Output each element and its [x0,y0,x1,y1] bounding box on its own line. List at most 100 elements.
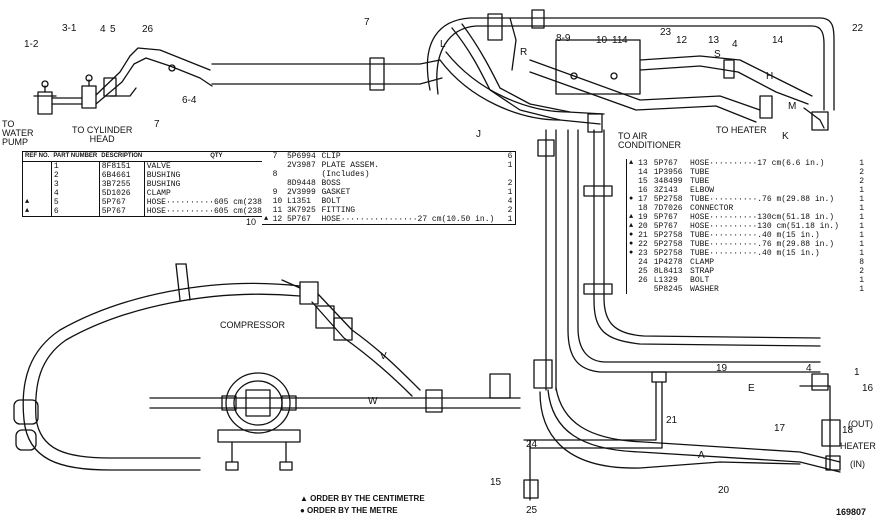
air-conditioner-hose-cluster [426,9,835,133]
row-description: CLIP [321,152,341,161]
row-qty: 8 [859,258,865,267]
row-mark [262,206,271,215]
label-to-air-conditioner: TO AIR CONDITIONER [618,131,681,150]
callout-14: 14 [772,35,784,46]
row-ref: 16 [638,186,648,195]
row-mark: ▲ [22,207,52,217]
callout-19: 19 [716,363,728,374]
table-row: 26B4661BUSHING1 [22,171,299,180]
callout-7-top: 7 [364,17,370,28]
callout-10: 10 [596,35,608,46]
row-ref: 10 [272,197,283,206]
footnote-centimetre: ▲ ORDER BY THE CENTIMETRE [300,494,425,503]
row-part-number: 6B4661 [99,171,145,180]
row-qty: 2 [859,168,865,177]
row-part-number: 8F8151 [99,161,145,171]
row-description: CONNECTOR [690,204,734,213]
row-part-number: 5P6994 [286,152,316,161]
callout-J: J [476,129,481,140]
table-row: 8(Includes) [262,170,516,179]
row-mark [627,177,637,186]
row-mark [262,170,271,179]
row-mark [627,168,637,177]
row-ref [636,285,652,294]
callout-16: 16 [862,383,874,394]
label-in: (IN) [850,459,865,469]
callout-12: 12 [676,35,688,46]
row-ref: 15 [638,177,648,186]
row-mark [262,179,271,188]
row-ref: 3 [51,180,100,189]
callout-17: 17 [774,423,786,434]
callout-7-left: 7 [154,119,160,130]
row-ref: 23 [638,249,648,258]
row-qty: 1 [859,204,865,213]
row-description: STRAP [690,267,715,276]
row-mark [262,152,271,162]
row-qty: 6 [507,152,513,161]
callout-1-2: 1-2 [24,39,39,50]
row-ref: 6 [51,207,100,217]
row-description: PLATE ASSEM. [321,161,380,170]
row-ref: 21 [638,231,648,240]
row-ref: 13 [638,159,648,168]
header-description: DESCRIPTION [99,151,145,162]
row-mark: ▲ [264,215,269,223]
row-part-number: 5P767 [99,198,145,207]
row-description: HOSE··········130 cm(51.18 in.) [690,222,839,231]
callout-R: R [520,47,528,58]
label-heater: HEATER [840,441,876,451]
label-compressor: COMPRESSOR [220,320,286,330]
row-description: TUBE [690,177,710,186]
row-description: WASHER [690,285,719,294]
row-qty: 1 [859,249,865,258]
row-ref: 25 [638,267,648,276]
callout-22: 22 [852,23,864,34]
row-part-number: 3B7255 [99,180,145,189]
callout-4-bottom: 4 [806,363,812,374]
row-mark [627,258,637,267]
row-part-number: 348499 [653,177,683,186]
row-part-number [285,170,320,179]
callout-20: 20 [718,485,730,496]
row-part-number: L1329 [653,276,678,285]
callout-W: W [368,396,378,407]
row-mark: ● [629,195,634,203]
row-qty: 1 [859,186,865,195]
callout-24: 24 [526,439,538,450]
callout-E: E [748,383,755,394]
top-hose-7 [211,57,443,91]
callout-K: K [782,131,789,142]
row-qty: 1 [859,276,865,285]
row-mark: ● [629,231,634,239]
header-part-number: PART NUMBER [51,151,100,162]
callout-18: 18 [842,425,854,436]
row-description: BOLT [321,197,341,206]
water-pump-valve-assembly [33,47,213,115]
row-ref [271,179,285,188]
row-part-number: 2V3987 [286,161,316,170]
row-ref: 20 [638,222,648,231]
heater-hoses [523,371,841,501]
row-part-number: 5D1026 [99,189,145,198]
callout-13: 13 [708,35,720,46]
footnote-metre: ● ORDER BY THE METRE [300,506,398,515]
row-part-number: 8L8413 [653,267,683,276]
row-mark: ▲ [629,222,634,230]
callout-M: M [788,101,797,112]
row-ref: 18 [638,204,648,213]
row-qty: 1 [859,195,865,204]
callout-S: S [714,49,721,60]
row-part-number: 5P767 [99,207,145,217]
row-description: BOSS [321,179,341,188]
